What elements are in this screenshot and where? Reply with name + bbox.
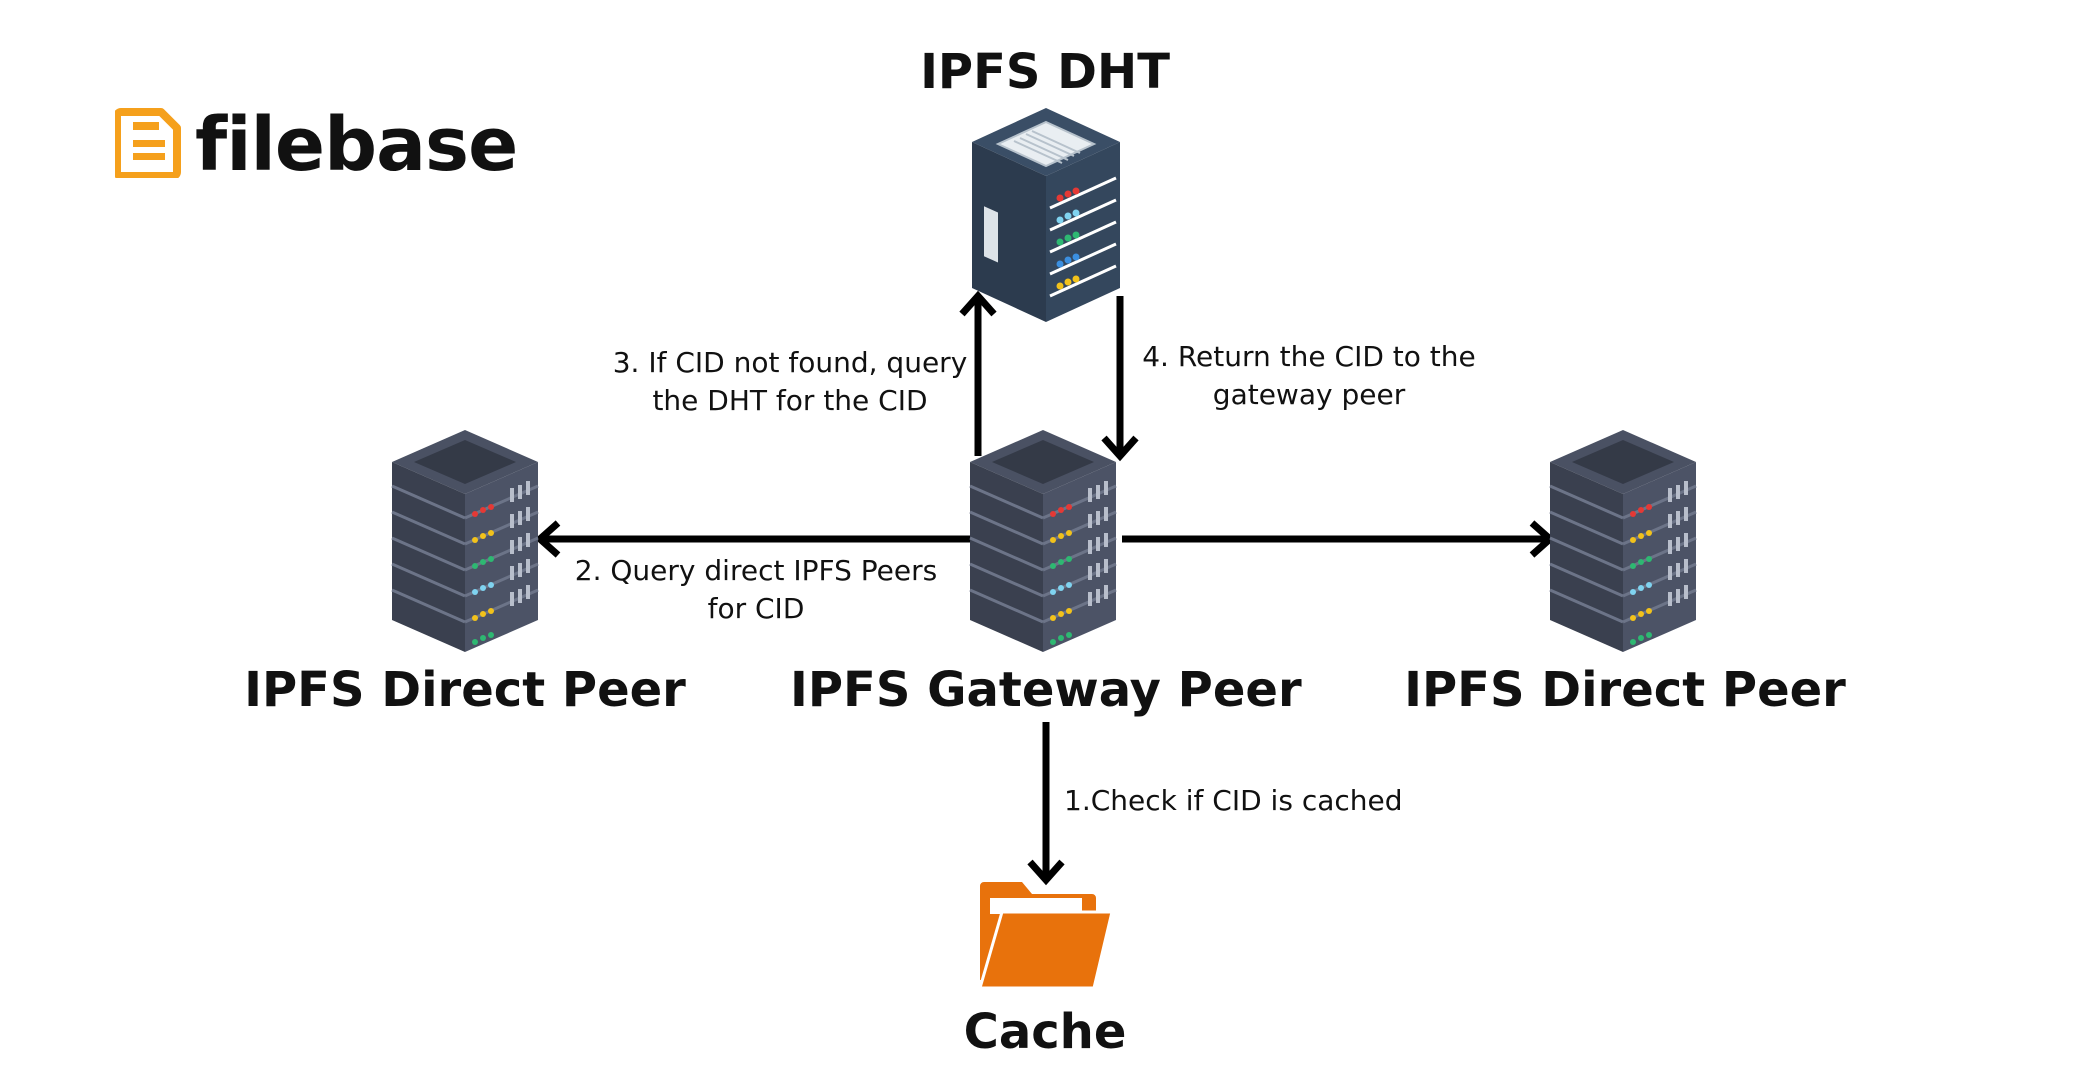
gateway-label: IPFS Gateway Peer bbox=[790, 662, 1302, 718]
cache-folder-icon bbox=[978, 882, 1114, 990]
filebase-logo: filebase bbox=[115, 102, 518, 188]
right-peer-label: IPFS Direct Peer bbox=[1404, 662, 1846, 718]
step4-note: 4. Return the CID to the gateway peer bbox=[1134, 338, 1484, 414]
arrow-gateway-to-right-peer bbox=[1122, 520, 1556, 558]
cache-label: Cache bbox=[963, 1004, 1127, 1060]
left-peer-label: IPFS Direct Peer bbox=[244, 662, 686, 718]
step3-note: 3. If CID not found, query the DHT for t… bbox=[600, 344, 980, 420]
brand-name: filebase bbox=[195, 102, 518, 188]
arrow-gateway-to-left-peer bbox=[534, 520, 970, 558]
right-peer-server-icon bbox=[1549, 430, 1697, 652]
arrow-dht-to-gateway bbox=[1101, 296, 1139, 462]
step3-line1: 3. If CID not found, query bbox=[612, 346, 968, 379]
step2-line2: for CID bbox=[707, 592, 805, 625]
filebase-logo-icon bbox=[115, 108, 181, 178]
arrow-gateway-to-cache bbox=[1027, 722, 1065, 886]
dht-server-icon bbox=[972, 108, 1120, 322]
step3-line2: the DHT for the CID bbox=[652, 384, 928, 417]
step2-line1: 2. Query direct IPFS Peers bbox=[574, 554, 938, 587]
gateway-server-icon bbox=[969, 430, 1117, 652]
step1-note: 1.Check if CID is cached bbox=[1064, 782, 1404, 820]
step1-line1: 1.Check if CID is cached bbox=[1064, 784, 1403, 817]
arrow-gateway-to-dht bbox=[959, 290, 997, 456]
step4-line2: gateway peer bbox=[1212, 378, 1406, 411]
step4-line1: 4. Return the CID to the bbox=[1142, 340, 1476, 373]
dht-label: IPFS DHT bbox=[920, 44, 1170, 100]
left-peer-server-icon bbox=[391, 430, 539, 652]
step2-note: 2. Query direct IPFS Peers for CID bbox=[566, 552, 946, 628]
